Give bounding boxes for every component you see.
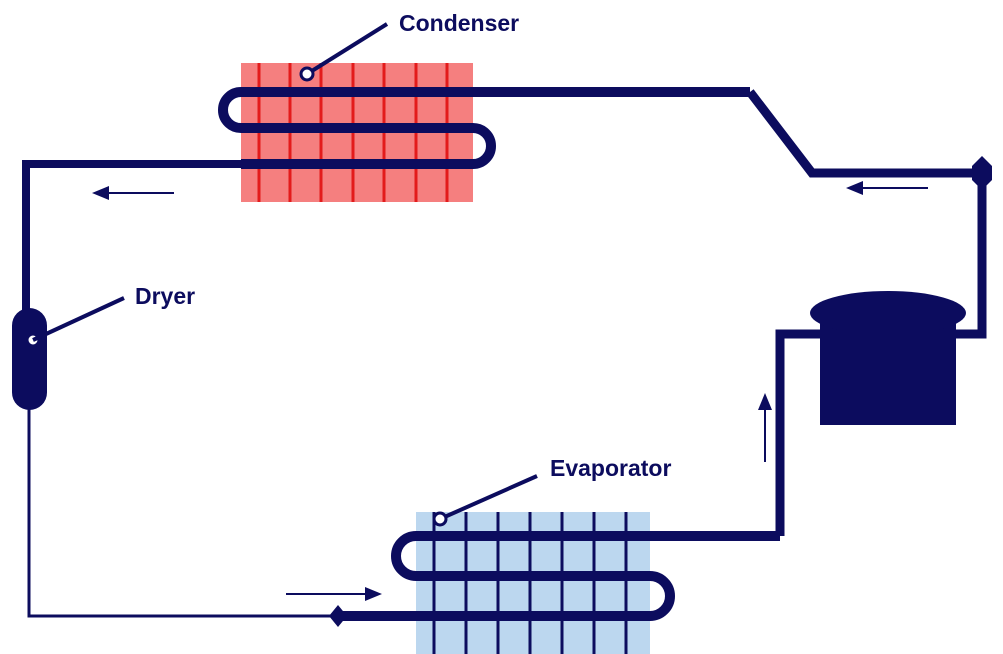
condenser-marker xyxy=(299,66,315,82)
joint-right xyxy=(972,156,992,190)
condenser-coil xyxy=(218,87,750,169)
arrow-icon xyxy=(846,181,928,195)
leader-lines xyxy=(32,22,538,527)
evaporator-marker xyxy=(432,511,448,527)
arrow-icon xyxy=(286,587,382,601)
condenser xyxy=(218,63,750,202)
pipe-joints xyxy=(329,156,992,627)
evaporator xyxy=(340,512,780,654)
joint-bottom xyxy=(329,605,347,627)
pipe-capillary xyxy=(27,405,340,618)
dryer-icon xyxy=(12,308,47,410)
condenser-label: Condenser xyxy=(399,10,519,36)
pipe-condenser-to-dryer xyxy=(22,160,241,312)
pipe-suction xyxy=(775,329,820,536)
evaporator-leader xyxy=(439,474,538,521)
arrow-icon xyxy=(92,186,174,200)
condenser-leader xyxy=(305,22,389,76)
evaporator-coil xyxy=(340,531,780,621)
dryer-leader xyxy=(32,296,125,342)
flow-arrows xyxy=(92,181,928,601)
compressor-icon xyxy=(810,291,966,425)
pipes xyxy=(22,89,987,618)
dryer-label: Dryer xyxy=(135,283,195,309)
arrow-icon xyxy=(758,393,772,462)
evaporator-label: Evaporator xyxy=(550,455,671,481)
